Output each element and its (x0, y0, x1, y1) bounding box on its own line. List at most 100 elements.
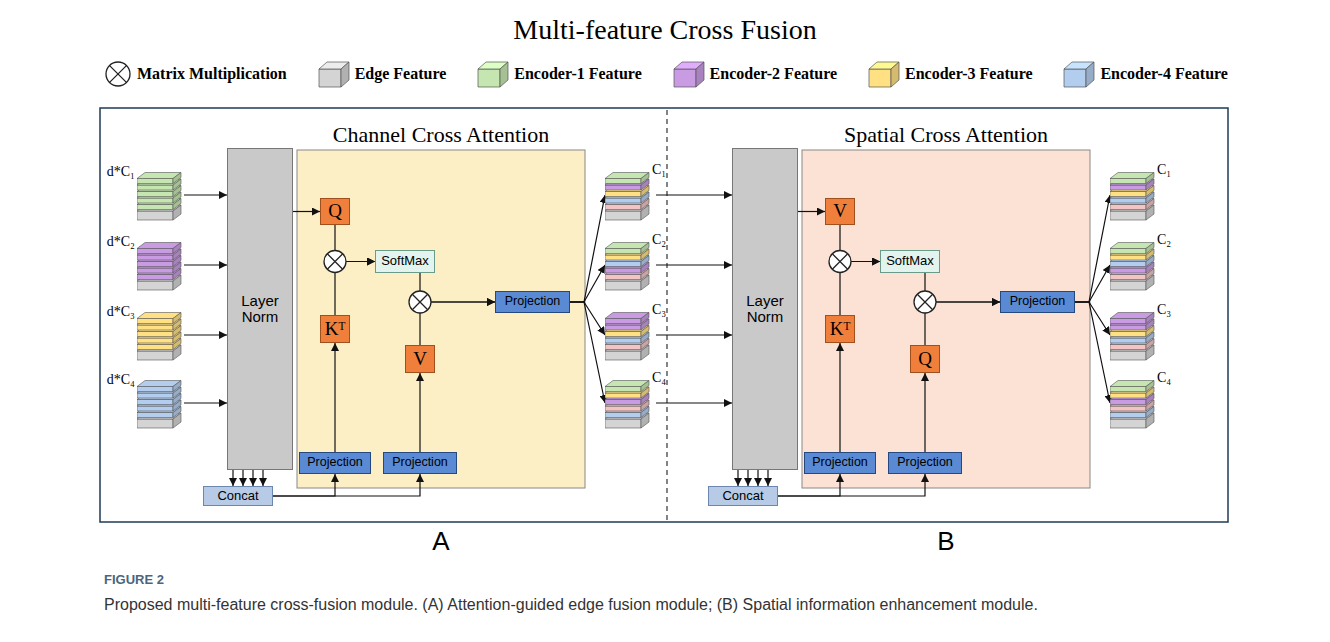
legend-label: Matrix Multiplication (137, 65, 287, 83)
stack-label: d*C₁ (107, 164, 135, 179)
legend-swatch (318, 60, 350, 88)
connector-arrow (570, 302, 605, 403)
connector-arrow (570, 265, 605, 302)
feature-stack-drawing (137, 376, 183, 430)
stack-label: d*C₃ (107, 304, 135, 319)
connector-arrow (798, 211, 825, 212)
panel-letter: A (297, 526, 585, 557)
panel-letter: B (802, 526, 1090, 557)
box-label: Projection (1010, 295, 1066, 309)
panel-heading: Spatial Cross Attention (802, 123, 1090, 147)
box-label: Kᵀ (830, 319, 851, 340)
stack-label: C₃ (1157, 302, 1171, 317)
diagram-title: Multi-feature Cross Fusion (0, 14, 1330, 46)
legend-item: Encoder-4 Feature (1063, 60, 1228, 88)
split-arrow (747, 470, 748, 486)
concat-box: Concat (708, 486, 778, 506)
box-label: Projection (812, 456, 868, 470)
split-arrow (767, 470, 768, 486)
multiply-symbol (104, 60, 132, 88)
box-label: Projection (307, 456, 363, 470)
connector-arrow (778, 474, 840, 496)
stack-label: C₄ (1157, 370, 1171, 385)
qkv-box: Q (910, 345, 940, 373)
connector-arrow (737, 470, 738, 486)
figure-caption: Proposed multi-feature cross-fusion modu… (104, 596, 1284, 614)
feature-slab (1110, 381, 1154, 392)
box-label: Layer Norm (733, 293, 797, 326)
connector-arrow (184, 402, 227, 403)
connector-arrow (293, 211, 320, 212)
feature-stack: d*C₃ (137, 308, 183, 362)
fused-feature-stack: C₄ (1110, 376, 1156, 430)
connector-arrow (334, 343, 335, 452)
projection-box: Projection (1000, 291, 1075, 313)
qkv-box: Q (320, 198, 350, 225)
stack-label: C₁ (1157, 162, 1171, 177)
panel-divider (666, 110, 667, 520)
connector-arrow (925, 302, 1000, 345)
feature-slab (605, 313, 649, 324)
legend-item: Matrix Multiplication (104, 60, 287, 88)
attention-panel: Channel Cross AttentionQSoftMaxKᵀVProjec… (297, 150, 585, 488)
feature-stack: d*C₁ (137, 168, 183, 222)
connector-arrow (839, 343, 840, 452)
legend-label: Encoder-2 Feature (710, 65, 838, 83)
stack-label: C₂ (1157, 232, 1171, 247)
fused-feature-stack: C₂ (605, 238, 651, 292)
box-label: Projection (897, 456, 953, 470)
stack-label: C₁ (652, 162, 666, 177)
stack-label: C₂ (652, 232, 666, 247)
feature-stack-drawing (1110, 168, 1156, 222)
box-label: Projection (505, 295, 561, 309)
softmax-box: SoftMax (375, 250, 435, 273)
legend: Matrix Multiplication Edge Feature Encoder… (104, 60, 1228, 88)
connector-arrow (778, 474, 925, 496)
feature-stack: d*C₄ (137, 376, 183, 430)
legend-label: Edge Feature (355, 65, 447, 83)
connector-arrow (184, 334, 227, 335)
feature-slab (137, 381, 181, 392)
stack-label: C₄ (652, 370, 666, 385)
feature-stack: d*C₂ (137, 238, 183, 292)
projection-box: Projection (299, 452, 371, 474)
fused-feature-stack: C₄ (605, 376, 651, 430)
fused-feature-stack: C₁ (1110, 168, 1156, 222)
connector-arrow (273, 474, 335, 496)
connector-arrow (1075, 195, 1110, 302)
box-label: Projection (392, 456, 448, 470)
connector-arrow (656, 194, 732, 195)
connector-arrow (656, 264, 732, 265)
multiply-symbol (914, 291, 936, 313)
qkv-box: V (405, 345, 435, 373)
multiply-symbol (409, 291, 431, 313)
connector-arrow (925, 273, 1000, 302)
feature-stack-drawing (605, 168, 651, 222)
feature-slab (1110, 173, 1154, 184)
connector-arrow (419, 373, 420, 452)
panel-fill (297, 150, 585, 488)
layer-norm-box: Layer Norm (732, 148, 798, 470)
connector-arrow (656, 334, 732, 335)
feature-slab (605, 173, 649, 184)
connector-arrow (184, 194, 227, 195)
split-arrow (242, 470, 243, 486)
feature-stack-drawing (137, 308, 183, 362)
stack-label: d*C₄ (107, 372, 135, 387)
feature-slab (605, 243, 649, 254)
attention-panel: Spatial Cross AttentionVSoftMaxKᵀQProjec… (802, 150, 1090, 488)
stack-label: C₃ (652, 302, 666, 317)
connector-arrow (924, 373, 925, 452)
feature-slab (137, 313, 181, 324)
legend-swatch (477, 60, 509, 88)
fused-feature-stack: C₃ (1110, 308, 1156, 362)
box-label: SoftMax (381, 254, 429, 268)
legend-item: Encoder-3 Feature (868, 60, 1033, 88)
connector-arrow (273, 474, 420, 496)
connector-arrow (1075, 302, 1110, 403)
legend-label: Encoder-4 Feature (1100, 65, 1228, 83)
split-arrow (757, 470, 758, 486)
box-label: Kᵀ (325, 319, 346, 340)
feature-stack-drawing (137, 238, 183, 292)
feature-slab (605, 381, 649, 392)
